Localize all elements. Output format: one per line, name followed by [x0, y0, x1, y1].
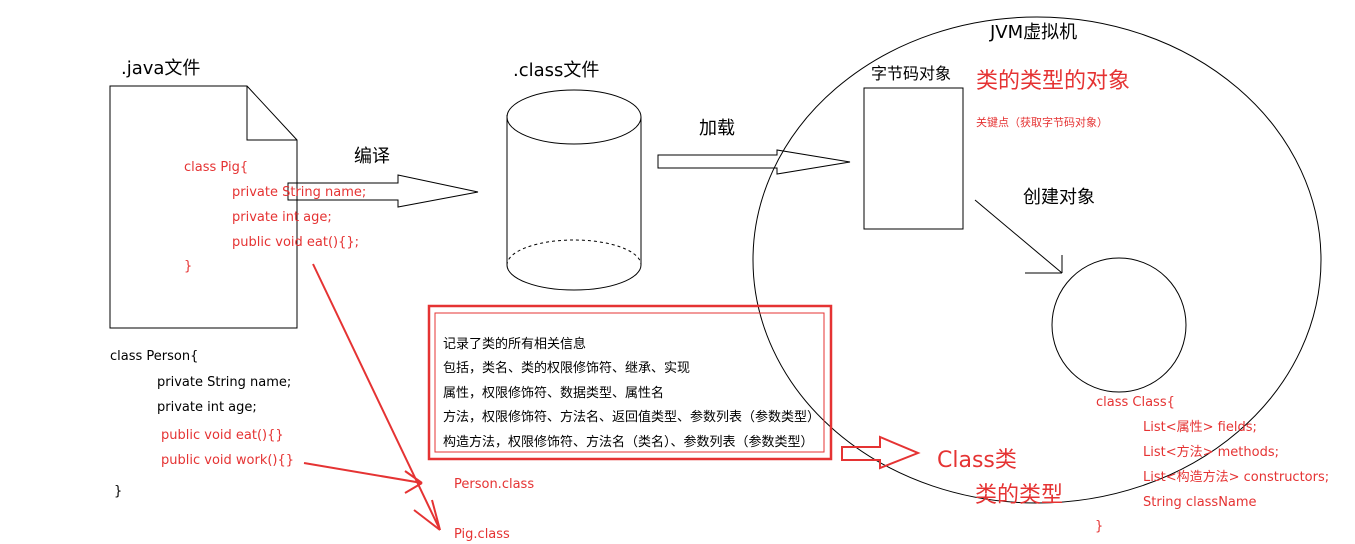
class-class-label: Class类	[937, 448, 1017, 473]
class-file-cylinder	[506, 89, 642, 291]
class-file-title: .class文件	[513, 60, 600, 81]
info-line: 属性，权限修饰符、数据类型、属性名	[443, 386, 665, 401]
pig-code-line: }	[184, 259, 193, 274]
info-line: 包括，类名、类的权限修饰符、继承、实现	[443, 361, 691, 376]
jvm-title: JVM虚拟机	[990, 22, 1078, 43]
person-code-line: public void work(){}	[161, 453, 295, 468]
class-arrow	[841, 435, 921, 470]
info-line: 记录了类的所有相关信息	[443, 337, 587, 352]
class-code-line: }	[1095, 519, 1104, 534]
object-circle	[1051, 257, 1187, 393]
bytecode-object-box	[863, 87, 964, 230]
load-label: 加载	[699, 118, 735, 139]
type-object-label: 类的类型的对象	[976, 69, 1131, 94]
person-code-line: public void eat(){}	[161, 428, 284, 443]
java-file-title: .java文件	[121, 58, 201, 79]
class-code-line: class Class{	[1096, 395, 1175, 410]
info-line: 构造方法，权限修饰符、方法名（类名）、参数列表（参数类型）	[443, 435, 814, 450]
person-code-line: }	[114, 484, 123, 499]
pig-code-line: class Pig{	[184, 160, 249, 175]
class-code-line: String className	[1143, 495, 1257, 510]
create-object-arrow	[974, 199, 1063, 274]
class-code-line: List<构造方法> constructors;	[1143, 470, 1330, 485]
pig-class-label: Pig.class	[454, 527, 510, 542]
pig-code-line: public void eat(){};	[232, 235, 360, 250]
compile-label: 编译	[354, 146, 390, 167]
pig-code-line: private int age;	[232, 210, 332, 225]
person-code-line: private int age;	[157, 400, 257, 415]
class-type-label: 类的类型	[975, 483, 1064, 508]
person-code-line: class Person{	[110, 349, 199, 364]
class-code-line: List<属性> fields;	[1143, 420, 1257, 435]
create-object-label: 创建对象	[1023, 187, 1095, 208]
compile-arrow	[287, 174, 479, 208]
red-pointer-arrows	[303, 263, 441, 531]
pig-code-line: private String name;	[232, 185, 367, 200]
info-box-frame	[427, 304, 833, 461]
bytecode-object-label: 字节码对象	[871, 64, 952, 83]
load-arrow	[657, 149, 851, 175]
person-code-line: private String name;	[157, 375, 292, 390]
jvm-ellipse	[752, 16, 1322, 504]
key-point-note: 关键点（获取字节码对象）	[976, 116, 1108, 129]
java-file-icon	[109, 85, 298, 329]
class-code-line: List<方法> methods;	[1143, 445, 1279, 460]
person-class-label: Person.class	[454, 477, 535, 492]
info-line: 方法，权限修饰符、方法名、返回值类型、参数列表（参数类型）	[443, 410, 821, 425]
